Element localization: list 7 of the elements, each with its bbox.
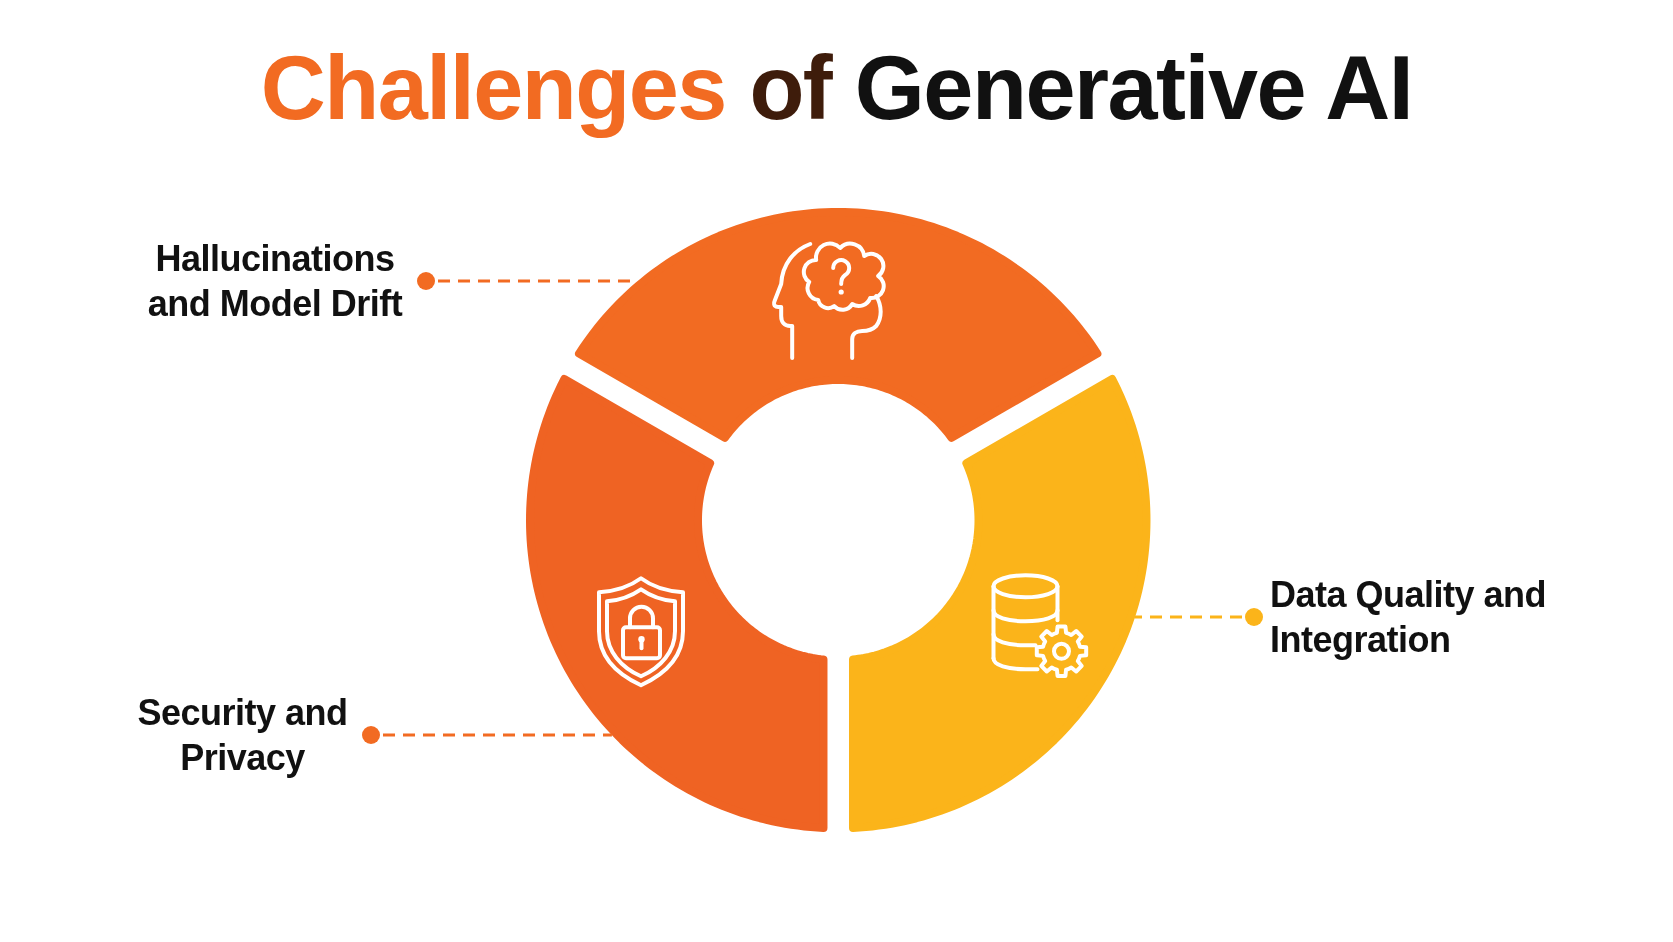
title: Challenges of Generative AI [260, 37, 1413, 140]
callout-label: Data Quality and Integration [1270, 572, 1562, 662]
ring-segment [848, 374, 1150, 832]
callout-label: Security and Privacy [130, 690, 355, 780]
ring-segment [574, 208, 1102, 442]
ring-segment [526, 374, 828, 832]
callout-label: Hallucinations and Model Drift [140, 236, 410, 326]
